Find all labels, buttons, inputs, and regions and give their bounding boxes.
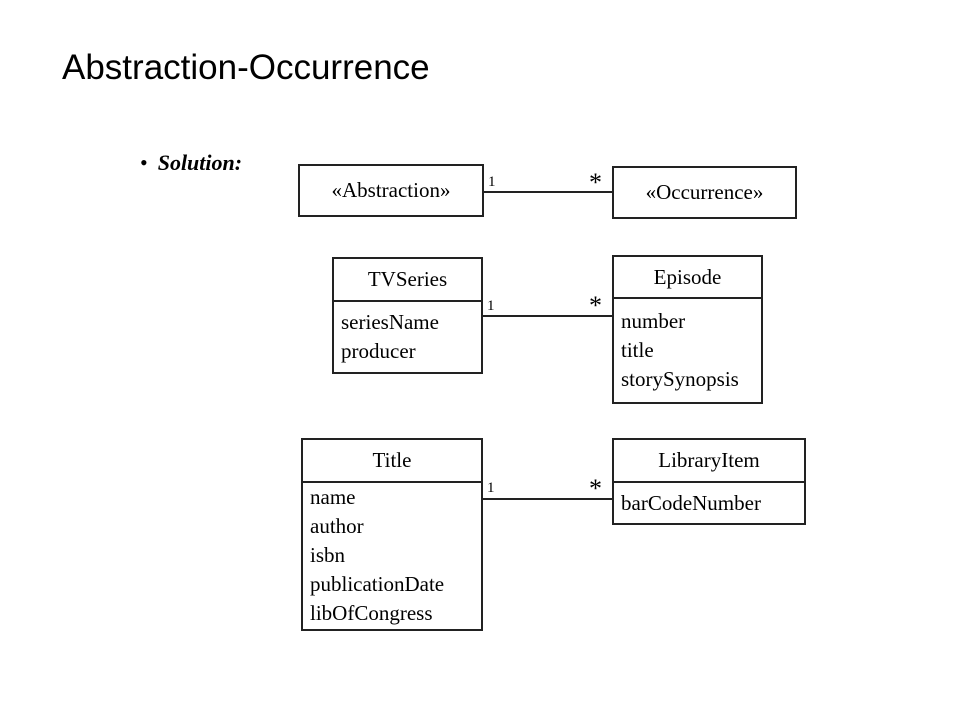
multiplicity-one: 1 bbox=[487, 298, 495, 314]
bullet-marker: • bbox=[140, 150, 148, 175]
attribute: isbn bbox=[310, 543, 346, 567]
class-name: TVSeries bbox=[367, 267, 448, 291]
association-line bbox=[483, 498, 612, 500]
class-name: Episode bbox=[653, 265, 722, 289]
attribute-compartment: name author isbn publicationDate libOfCo… bbox=[303, 481, 481, 628]
attribute: title bbox=[621, 338, 654, 362]
class-name: «Occurrence» bbox=[645, 180, 764, 204]
multiplicity-many: * bbox=[589, 291, 602, 320]
class-name: Title bbox=[372, 448, 412, 472]
tvseries-class-box: TVSeries seriesName producer bbox=[332, 257, 483, 374]
association-line bbox=[484, 191, 612, 193]
class-name: «Abstraction» bbox=[331, 178, 451, 202]
multiplicity-one: 1 bbox=[487, 480, 495, 496]
multiplicity-many: * bbox=[589, 474, 602, 503]
episode-class-box: Episode number title storySynopsis bbox=[612, 255, 763, 404]
association-line bbox=[483, 315, 612, 317]
attribute: libOfCongress bbox=[310, 601, 433, 625]
class-name: LibraryItem bbox=[658, 448, 760, 472]
attribute-compartment: number title storySynopsis bbox=[614, 297, 761, 394]
solution-label: Solution: bbox=[157, 150, 243, 175]
attribute: author bbox=[310, 514, 364, 538]
abstraction-class-box: «Abstraction» bbox=[298, 164, 484, 217]
attribute: producer bbox=[341, 339, 416, 363]
attribute: publicationDate bbox=[310, 572, 445, 596]
multiplicity-many: * bbox=[589, 168, 602, 197]
attribute: storySynopsis bbox=[621, 367, 739, 391]
libraryitem-class-box: LibraryItem barCodeNumber bbox=[612, 438, 806, 525]
attribute: barCodeNumber bbox=[621, 491, 761, 515]
attribute-compartment: seriesName producer bbox=[334, 300, 481, 366]
occurrence-class-box: «Occurrence» bbox=[612, 166, 797, 219]
attribute: number bbox=[621, 309, 686, 333]
attribute: seriesName bbox=[341, 310, 439, 334]
slide-title: Abstraction-Occurrence bbox=[62, 48, 430, 87]
attribute-compartment: barCodeNumber bbox=[614, 481, 804, 518]
title-class-box: Title name author isbn publicationDate l… bbox=[301, 438, 483, 631]
solution-bullet: • Solution: bbox=[140, 150, 242, 176]
attribute: name bbox=[310, 485, 356, 509]
multiplicity-one: 1 bbox=[488, 174, 496, 190]
